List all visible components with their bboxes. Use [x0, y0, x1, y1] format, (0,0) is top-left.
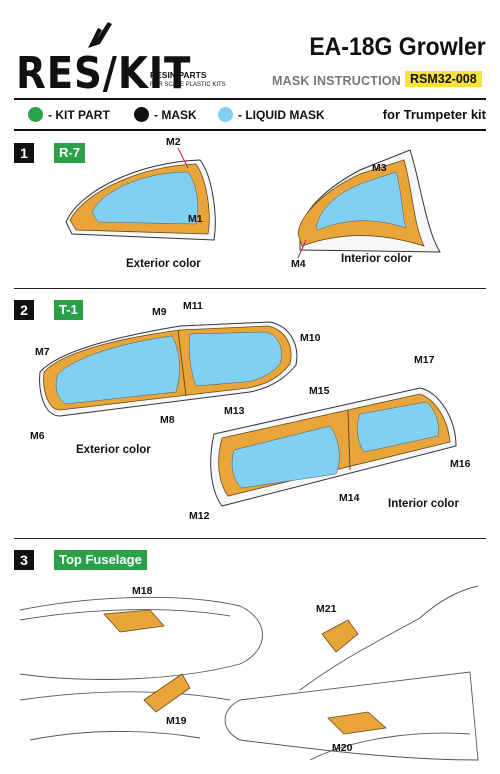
product-code-badge: RSM32-008	[405, 71, 482, 87]
section-divider	[14, 538, 486, 539]
page-title: EA-18G Growler	[309, 33, 486, 61]
liquid-mask-dot-icon	[218, 107, 233, 122]
section-1-tag: R-7	[54, 143, 85, 163]
section-3-tag: Top Fuselage	[54, 550, 147, 570]
mask-label-m17: M17	[414, 354, 435, 366]
canopy-interior-drawing	[297, 149, 441, 259]
mask-m19-shape	[143, 673, 191, 713]
section-2-number: 2	[14, 300, 34, 320]
caption-exterior-2: Exterior color	[76, 444, 151, 456]
mask-label-m13: M13	[224, 405, 245, 417]
section-3-number: 3	[14, 550, 34, 570]
mask-label-m19: M19	[166, 715, 187, 727]
section-divider	[14, 288, 486, 289]
section-1-number: 1	[14, 143, 34, 163]
legend-kit-part: - KIT PART	[48, 108, 110, 122]
top-fuselage-drawing	[19, 585, 479, 761]
legend-mask: - MASK	[154, 108, 197, 122]
mask-label-m16: M16	[450, 458, 471, 470]
kit-part-dot-icon	[28, 107, 43, 122]
mask-label-m4: M4	[291, 258, 306, 270]
mask-instruction-label: MASK INSTRUCTION	[272, 74, 401, 88]
caption-interior-1: Interior color	[341, 253, 412, 265]
canopy-exterior-drawing	[65, 147, 216, 241]
mask-label-m1: M1	[188, 213, 203, 225]
header-divider	[14, 98, 486, 100]
mask-label-m21: M21	[316, 603, 337, 615]
caption-interior-2: Interior color	[388, 498, 459, 510]
mask-label-m8: M8	[160, 414, 175, 426]
section-2-tag: T-1	[54, 300, 83, 320]
mask-label-m14: M14	[339, 492, 360, 504]
mask-label-m2: M2	[166, 136, 181, 148]
mask-label-m20: M20	[332, 742, 353, 754]
legend-divider	[14, 129, 486, 131]
mask-label-m6: M6	[30, 430, 45, 442]
caption-exterior-1: Exterior color	[126, 258, 201, 270]
mask-label-m9: M9	[152, 306, 167, 318]
mask-label-m12: M12	[189, 510, 210, 522]
mask-label-m7: M7	[35, 346, 50, 358]
mask-label-m11: M11	[183, 300, 203, 312]
reskit-logo: RES/KIT	[16, 48, 192, 99]
mask-m20-shape	[327, 711, 387, 735]
mask-label-m18: M18	[132, 585, 153, 597]
for-scale-text: FOR SCALE PLASTIC KITS	[150, 82, 226, 88]
mask-label-m10: M10	[300, 332, 321, 344]
mask-dot-icon	[134, 107, 149, 122]
resin-parts-text: RESIN PARTS	[150, 70, 207, 80]
canopy-t1-exterior-drawing	[39, 321, 298, 417]
kit-compatibility: for Trumpeter kit	[382, 107, 486, 122]
mask-m18-shape	[103, 609, 165, 633]
legend-liquid-mask: - LIQUID MASK	[238, 108, 325, 122]
mask-label-m3: M3	[372, 162, 387, 174]
mask-m21-shape	[321, 619, 359, 653]
mask-label-m15: M15	[309, 385, 330, 397]
canopy-t1-interior-drawing	[210, 387, 457, 507]
